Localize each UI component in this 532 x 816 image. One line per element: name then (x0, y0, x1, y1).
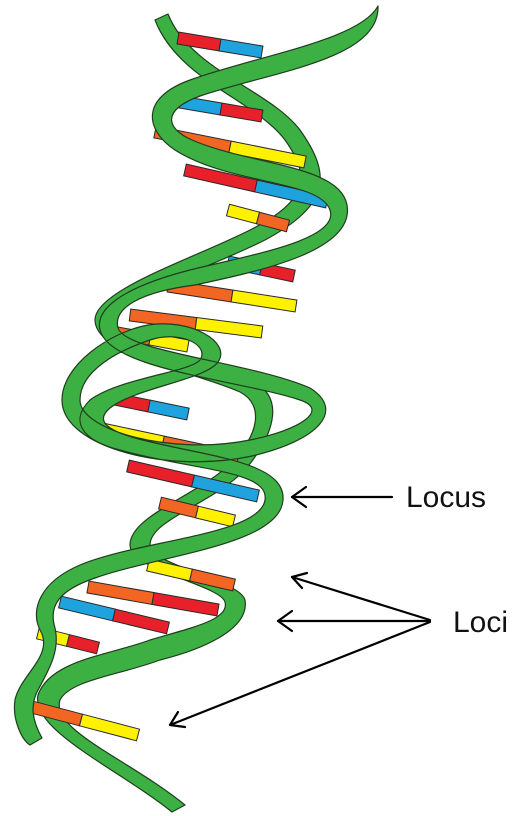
loci-arrows (170, 573, 430, 727)
base-left (59, 596, 116, 621)
base-left (226, 204, 259, 224)
base-right (152, 593, 219, 616)
base-right (113, 609, 170, 634)
loci-label: Loci (453, 606, 508, 639)
base-right (67, 635, 100, 654)
base-right (231, 290, 297, 312)
base-right (79, 714, 139, 741)
base-left (87, 581, 154, 604)
base-right (196, 506, 236, 527)
locus-label: Locus (406, 481, 486, 514)
locus-arrow (292, 487, 392, 507)
base-right (148, 400, 189, 420)
base-right (219, 39, 263, 58)
base-pair (147, 559, 236, 591)
